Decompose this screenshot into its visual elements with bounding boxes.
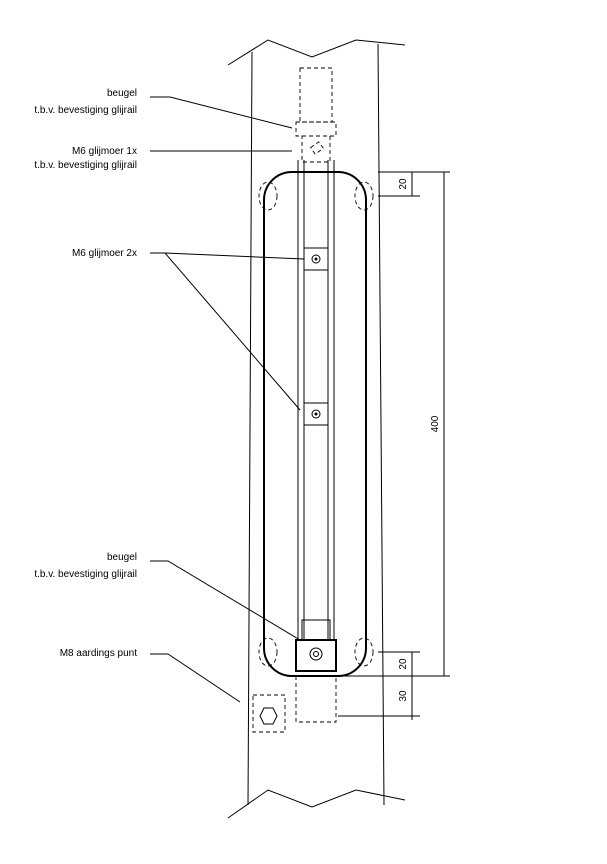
rail-slot xyxy=(258,171,374,677)
label-beugel-top-2: t.b.v. bevestiging glijrail xyxy=(34,105,137,116)
dim-bottom-offset: 20 xyxy=(398,658,409,670)
leader-lines xyxy=(150,96,305,703)
label-beugel-bottom-1: beugel xyxy=(107,552,137,563)
glide-rail xyxy=(297,160,335,640)
post-profile xyxy=(227,39,406,819)
label-aarding: M8 aardings punt xyxy=(60,648,137,659)
dim-top-offset: 20 xyxy=(398,178,409,190)
label-glijmoer1-2: t.b.v. bevestiging glijrail xyxy=(34,160,137,171)
bottom-bracket xyxy=(295,619,337,723)
dim-total-length: 400 xyxy=(430,415,441,432)
label-glijmoer2: M6 glijmoer 2x xyxy=(72,248,137,259)
top-bracket xyxy=(295,67,337,163)
dim-bottom-extra: 30 xyxy=(398,690,409,702)
glide-nut-2 xyxy=(303,402,329,426)
label-beugel-bottom-2: t.b.v. bevestiging glijrail xyxy=(34,569,137,580)
earthing-point xyxy=(252,694,286,733)
dimension-lines xyxy=(338,171,450,720)
glide-nut-1 xyxy=(303,247,329,271)
label-glijmoer1-1: M6 glijmoer 1x xyxy=(72,146,137,157)
label-beugel-top-1: beugel xyxy=(107,88,137,99)
